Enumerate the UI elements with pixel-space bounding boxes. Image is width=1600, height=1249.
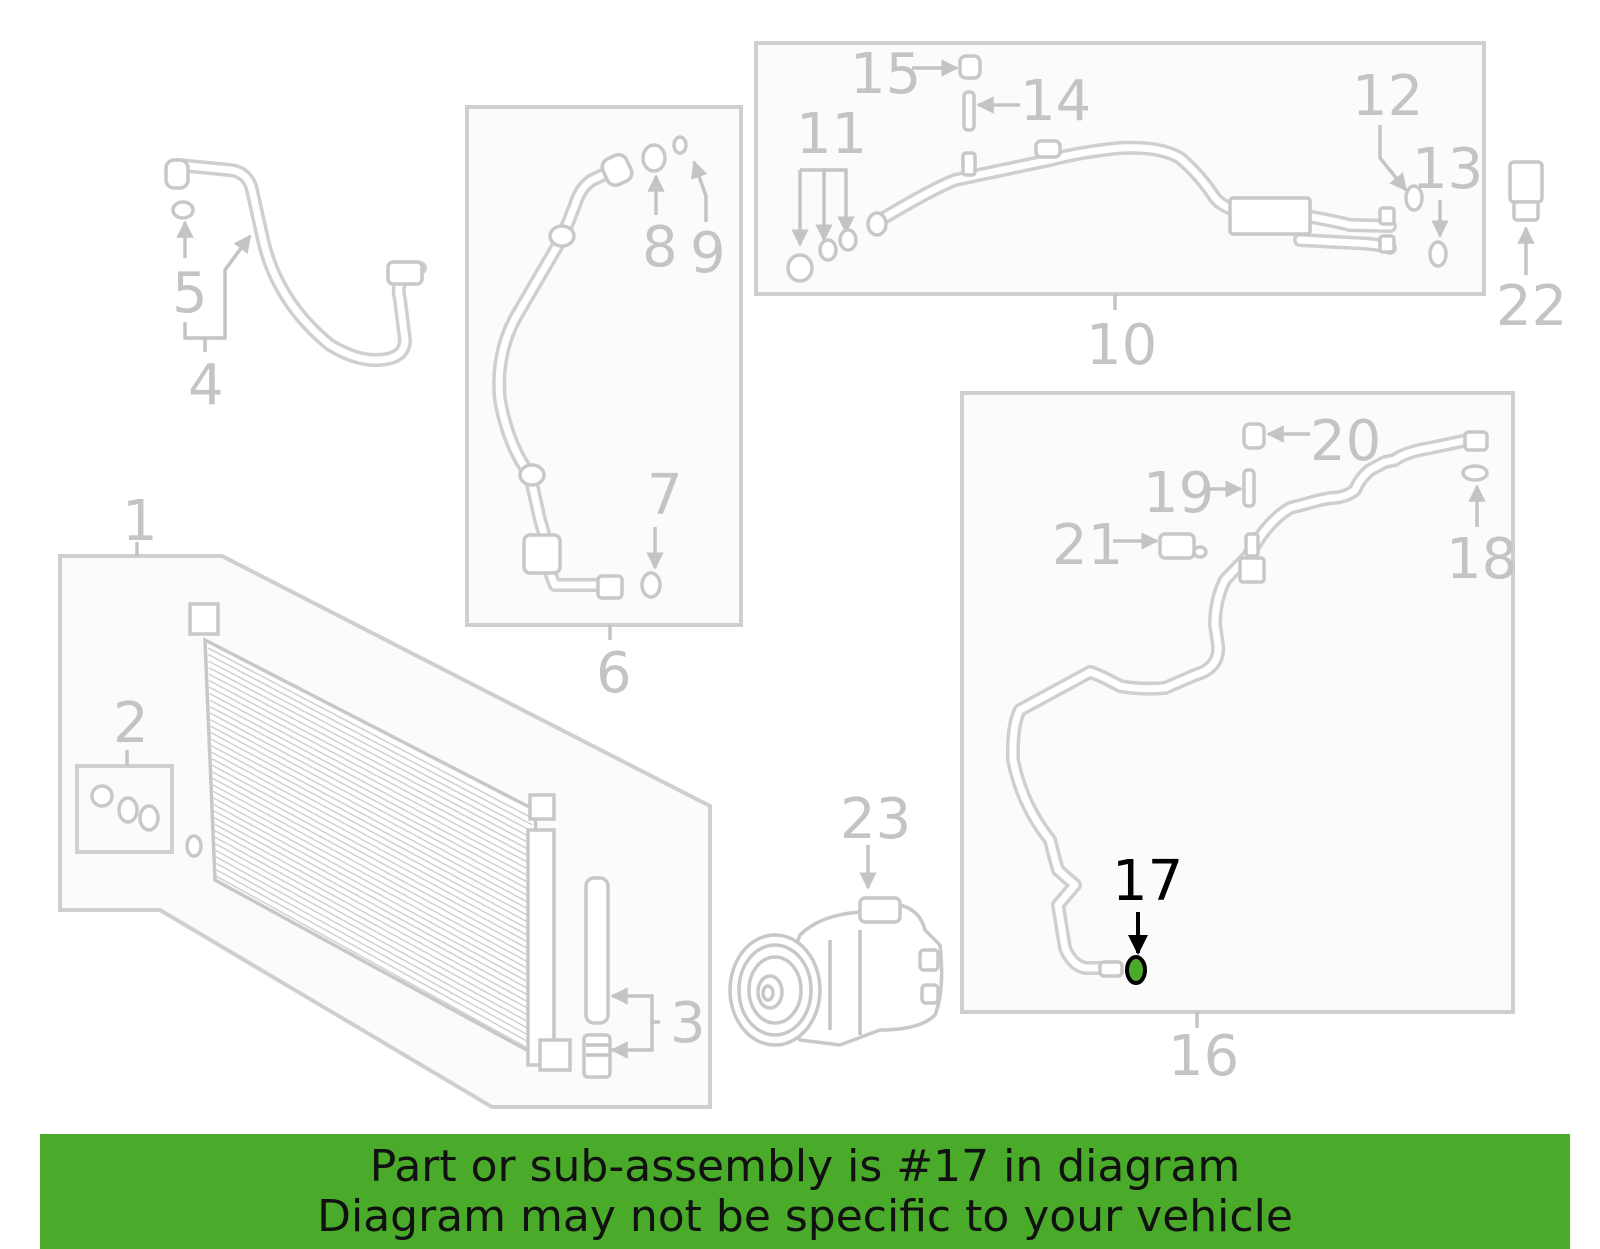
callout-6[interactable]: 6 [596, 641, 632, 706]
callout-7[interactable]: 7 [647, 463, 683, 528]
callout-10[interactable]: 10 [1086, 313, 1157, 378]
condenser-fin [213, 816, 540, 996]
callout-4[interactable]: 4 [188, 353, 224, 418]
condenser-fin [215, 862, 542, 1044]
condenser-fin [211, 764, 538, 942]
callout-12[interactable]: 12 [1352, 64, 1423, 129]
part-14-valve-core[interactable] [962, 90, 976, 132]
condenser-fin [214, 836, 541, 1016]
banner-line-2: Diagram may not be specific to your vehi… [317, 1191, 1293, 1242]
condenser-fin [215, 868, 543, 1050]
condenser-fin [212, 797, 539, 976]
condenser-fin [208, 673, 534, 846]
condenser-part[interactable] [185, 602, 572, 1072]
group-10: 10 15 14 11 1 [754, 41, 1486, 378]
part-18-oring[interactable] [1461, 464, 1489, 482]
part-21-pressure-switch[interactable] [1158, 532, 1208, 560]
part-20-cap[interactable] [1242, 422, 1266, 450]
part-6-pipe[interactable] [492, 152, 635, 600]
condenser-fin [211, 771, 538, 948]
part-11-oring-set[interactable] [786, 228, 858, 283]
group-16: 16 20 19 21 18 17 [960, 391, 1517, 1089]
part-4-hose[interactable] [164, 158, 427, 367]
condenser-fin [207, 647, 533, 819]
condenser-fin [209, 705, 535, 880]
part-23-compressor[interactable] [728, 896, 944, 1047]
condenser-fin [212, 784, 539, 962]
callout-22[interactable]: 22 [1496, 274, 1567, 339]
condenser-fin [208, 679, 534, 853]
banner-line-1: Part or sub-assembly is #17 in diagram [369, 1141, 1241, 1192]
callout-21[interactable]: 21 [1052, 513, 1123, 578]
callout-16[interactable]: 16 [1168, 1024, 1239, 1089]
group-10-panel [754, 41, 1486, 296]
part-22-expansion-valve[interactable] [1508, 160, 1544, 222]
callout-9[interactable]: 9 [690, 221, 726, 286]
condenser-fin [212, 777, 539, 955]
condenser-fin [213, 803, 540, 982]
group-6-panel [465, 105, 743, 627]
part-13-oring[interactable] [1428, 240, 1448, 268]
condenser-fin [212, 790, 539, 969]
callout-13[interactable]: 13 [1412, 137, 1483, 202]
condenser-fin [214, 829, 541, 1010]
hose-4-group: 5 4 [164, 158, 427, 418]
part-10-pipe[interactable] [866, 139, 1397, 255]
condenser-fin [214, 849, 542, 1030]
callout-18[interactable]: 18 [1446, 527, 1517, 592]
part-2-cap-set[interactable] [90, 784, 160, 832]
callout-5[interactable]: 5 [172, 261, 208, 326]
group-6: 6 8 9 7 [465, 105, 743, 706]
condenser-fin [214, 842, 541, 1023]
callout-14[interactable]: 14 [1020, 69, 1091, 134]
callout-1[interactable]: 1 [122, 489, 158, 554]
callout-19[interactable]: 19 [1143, 461, 1214, 526]
part-22-group: 22 [1496, 160, 1567, 339]
part-3-receiver-dryer[interactable] [582, 876, 612, 1079]
part-19-valve-core[interactable] [1242, 468, 1256, 508]
part-7-oring[interactable] [640, 571, 662, 599]
callout-20[interactable]: 20 [1310, 409, 1381, 474]
info-banner: Part or sub-assembly is #17 in diagram D… [40, 1134, 1570, 1249]
part-16-pipe[interactable] [1005, 430, 1489, 978]
condenser-fin [211, 758, 538, 935]
parts-diagram: 1 2 3 [58, 41, 1567, 1109]
condenser-fin [210, 731, 537, 908]
condenser-fin [215, 875, 543, 1057]
part-9-oring[interactable] [672, 135, 688, 155]
condenser-fin [209, 699, 535, 874]
condenser-fin [208, 660, 533, 833]
part-5-oring[interactable] [171, 200, 195, 220]
part-15-cap[interactable] [958, 54, 982, 80]
part-8-oring[interactable] [641, 143, 667, 173]
condenser-fin [209, 692, 535, 867]
callout-23[interactable]: 23 [840, 787, 911, 852]
part-17-oring-highlighted[interactable] [1125, 955, 1147, 985]
condenser-fin [207, 653, 533, 826]
condenser-fin [209, 712, 536, 887]
callout-15[interactable]: 15 [850, 42, 921, 107]
condenser-fin [210, 738, 537, 914]
condenser-fin [211, 745, 537, 921]
condenser-fin [211, 751, 537, 928]
condenser-fin [208, 666, 534, 840]
callout-3[interactable]: 3 [670, 991, 706, 1056]
part-12-oring[interactable] [1404, 184, 1424, 212]
condenser-group: 1 2 3 [58, 489, 712, 1109]
callout-2[interactable]: 2 [113, 691, 149, 756]
condenser-fin [213, 823, 541, 1003]
condenser-fin [210, 725, 536, 901]
condenser-fin [213, 810, 540, 989]
callout-11[interactable]: 11 [796, 102, 867, 167]
callout-17[interactable]: 17 [1112, 849, 1183, 914]
part-23-group: 23 [728, 787, 944, 1047]
condenser-fin [208, 686, 535, 860]
condenser-fin [214, 855, 542, 1037]
condenser-fin [210, 718, 536, 894]
callout-8[interactable]: 8 [642, 215, 678, 280]
